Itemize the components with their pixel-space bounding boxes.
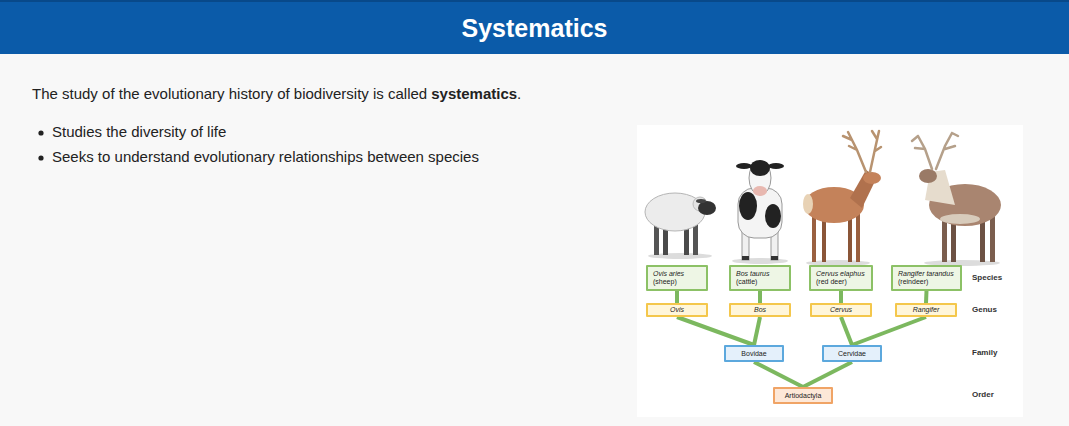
reindeer-leg [980,218,985,262]
species-box: Rangifer tarandus(reindeer) [891,265,962,291]
family-name: Bovidae [731,349,777,358]
species-name: Ovis aries [653,270,701,278]
key-term: systematics [431,85,517,102]
page-title: Systematics [0,2,1069,54]
tree-branch [852,317,926,345]
tree-branch [841,317,852,345]
rank-label: Order [972,390,994,400]
common-name: (reindeer) [898,278,955,286]
tree-branch [675,291,679,303]
reindeer-belly [940,214,980,224]
title-banner: Systematics [0,0,1069,54]
rank-label: Species [972,273,1002,283]
order-name: Artiodactyla [780,391,826,400]
genus-box: Bos [729,303,791,317]
cow-muzzle [753,186,767,196]
cow-patch [750,160,770,176]
deer-leg [848,214,852,262]
cow-patch [739,192,757,220]
reindeer-head [919,169,937,183]
sheep-head [698,201,716,215]
tree-branch [677,317,754,345]
species-box: Ovis aries(sheep) [646,265,708,291]
genus-box: Rangifer [895,303,957,317]
bullet-text: Seeks to understand evolutionary relatio… [52,148,479,166]
genus-name: Cervus [817,306,865,314]
common-name: (red deer) [816,278,866,286]
tree-branch [754,317,760,345]
deer-leg [856,212,860,262]
species-box: Cervus elaphus(red deer) [809,265,873,291]
species-name: Cervus elaphus [816,270,866,278]
genus-box: Ovis [646,303,708,317]
intro-punctuation: . [517,85,521,102]
shadow [732,258,788,264]
common-name: (sheep) [653,278,701,286]
cow-ear [736,163,752,169]
genus-name: Ovis [653,306,701,314]
intro-line: The study of the evolutionary history of… [32,84,521,104]
reindeer-antlers [912,133,958,169]
species-name: Bos taurus [736,270,784,278]
cow-ear [768,163,784,169]
cow-hoof [742,256,749,260]
deer-head [863,172,881,184]
bullet-dot [38,130,43,135]
deer-leg [812,212,816,262]
order-box: Artiodactyla [773,387,833,404]
cow-head [749,161,771,195]
common-name: (cattle) [736,278,784,286]
rank-label: Genus [972,305,997,315]
intro-text: The study of the evolutionary history of… [32,85,427,102]
family-name: Cervidae [829,349,875,358]
species-box: Bos taurus(cattle) [729,265,791,291]
sheep-ear [696,199,706,203]
species-name: Rangifer tarandus [898,270,955,278]
figure-panel [637,125,1023,417]
reindeer-leg [990,215,995,262]
genus-name: Bos [736,306,784,314]
tree-branch [839,291,843,303]
tree-branch [754,362,803,387]
cow-hoof [771,256,778,260]
deer-antlers [843,131,881,172]
bullet-dot [38,155,43,160]
family-box: Bovidae [724,345,784,362]
genus-box: Cervus [810,303,872,317]
bullet-text: Studies the diversity of life [52,123,226,141]
tree-branch [803,362,852,387]
cow-patch [765,204,781,228]
family-box: Cervidae [822,345,882,362]
tree-branch [758,291,762,303]
deer-rump [803,194,813,214]
genus-name: Rangifer [902,306,950,314]
rank-label: Family [972,348,997,358]
tree-branch [924,291,929,303]
